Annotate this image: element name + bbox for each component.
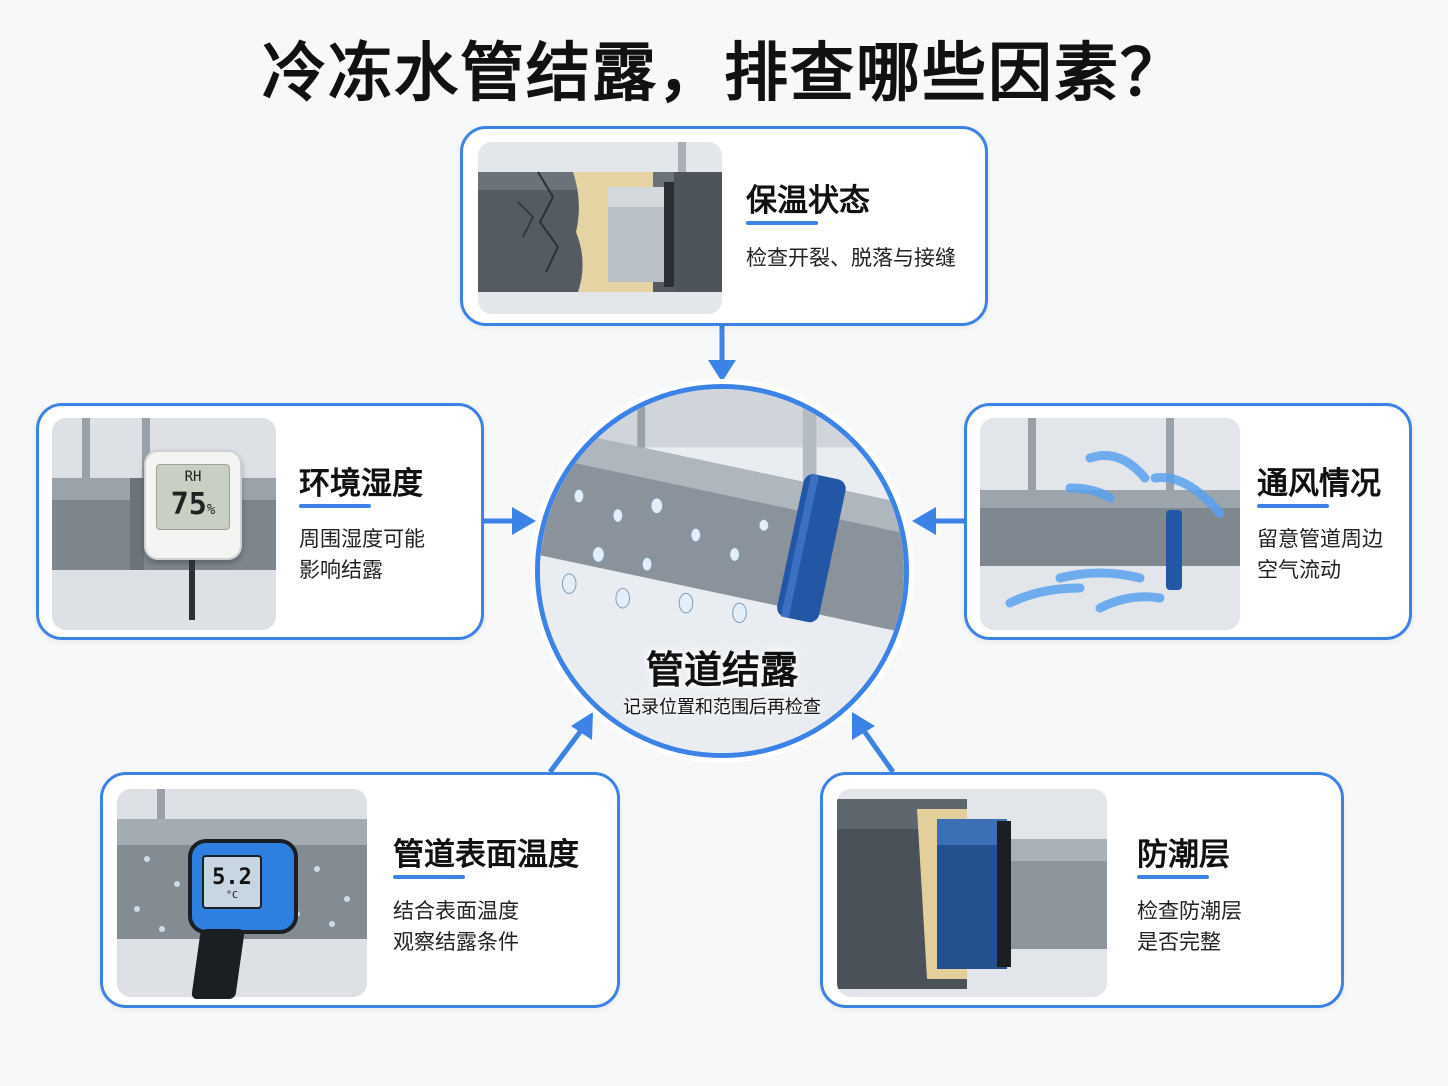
center-condensation: 管道结露 记录位置和范围后再检查 [535, 384, 909, 758]
vapor-barrier-desc: 检查防潮层 是否完整 [1137, 899, 1242, 954]
ventilation-underline [1257, 504, 1329, 508]
center-title: 管道结露 [645, 648, 798, 692]
card-humidity: RH 75% 环境湿度 周围湿度可能 影响结露 [36, 403, 484, 640]
hygrometer-label: RH [184, 469, 202, 485]
hygrometer-screen: RH 75% [156, 464, 230, 530]
thermometer-screen: 5.2 °C [202, 855, 262, 909]
surface-temp-heading: 管道表面温度 [393, 837, 579, 873]
ventilation-photo [980, 418, 1240, 630]
insulation-desc: 检查开裂、脱落与接缝 [746, 246, 956, 270]
page-title: 冷冻水管结露，排查哪些因素？ [262, 37, 1186, 111]
ir-thermometer-icon: 5.2 °C [188, 839, 300, 999]
ventilation-desc: 留意管道周边 空气流动 [1257, 527, 1383, 582]
condensing-pipe-icon [540, 389, 904, 753]
arrow-ventilation-head [912, 507, 936, 535]
vapor-barrier-icon [837, 789, 1107, 997]
hygrometer-value: 75 [170, 487, 207, 522]
hygrometer-icon: RH 75% [144, 450, 242, 620]
vapor-barrier-underline [1137, 875, 1209, 879]
card-surface-temp: 5.2 °C 管道表面温度 结合表面温度 观察结露条件 [100, 772, 620, 1008]
surface-temp-underline [393, 875, 465, 879]
arrow-insulation-head [708, 360, 736, 382]
airflow-arrow-icon [1085, 451, 1150, 483]
vapor-barrier-heading: 防潮层 [1137, 837, 1230, 873]
hygrometer-unit: % [206, 502, 216, 518]
insulation-underline [746, 221, 818, 225]
center-subtitle: 记录位置和范围后再检查 [623, 697, 821, 718]
humidity-desc: 周围湿度可能 影响结露 [299, 527, 425, 582]
insulation-heading: 保温状态 [746, 183, 870, 219]
surface-temp-desc: 结合表面温度 观察结露条件 [393, 899, 519, 954]
thermometer-unit: °C [225, 890, 239, 901]
insulation-photo [478, 142, 722, 314]
hygrometer-cable [189, 560, 195, 620]
vapor-barrier-photo [837, 789, 1107, 997]
thermometer-value: 5.2 [212, 865, 252, 890]
ventilation-heading: 通风情况 [1257, 466, 1381, 502]
arrow-humidity-head [512, 507, 536, 535]
card-ventilation: 通风情况 留意管道周边 空气流动 [964, 403, 1412, 640]
humidity-underline [299, 504, 371, 508]
cracked-insulation-icon [478, 142, 722, 314]
card-insulation: 保温状态 检查开裂、脱落与接缝 [460, 126, 988, 326]
humidity-heading: 环境湿度 [299, 466, 423, 502]
card-vapor-barrier: 防潮层 检查防潮层 是否完整 [820, 772, 1344, 1008]
